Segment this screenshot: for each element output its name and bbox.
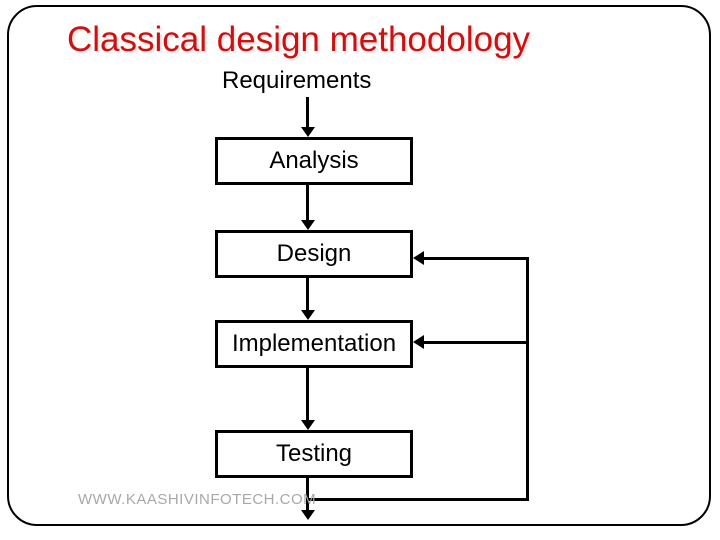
arrow-testing-exit — [306, 478, 309, 511]
arrowhead-down-design — [301, 220, 315, 230]
arrowhead-left-design — [413, 251, 424, 265]
arrowhead-down-exit — [301, 510, 315, 520]
flow-node-design: Design — [215, 230, 413, 278]
flow-node-testing: Testing — [215, 430, 413, 478]
flow-node-implementation: Implementation — [215, 320, 413, 368]
arrowhead-down-analysis — [301, 127, 315, 137]
slide-rounded-border — [7, 5, 711, 526]
arrowhead-left-implementation — [413, 335, 424, 349]
feedback-line-to-implementation — [423, 341, 529, 344]
flow-node-label: Implementation — [231, 330, 397, 357]
flow-node-analysis: Analysis — [215, 137, 413, 185]
arrow-implementation-to-testing — [306, 367, 309, 421]
footer-watermark: WWW.KAASHIVINFOTECH.COM — [78, 491, 317, 508]
slide-title: Classical design methodology — [67, 20, 531, 59]
flow-node-label: Testing — [275, 440, 353, 467]
flow-node-label: Design — [276, 240, 352, 267]
arrowhead-down-implementation — [301, 310, 315, 320]
flow-node-label: Analysis — [269, 147, 359, 174]
arrow-requirements-to-analysis — [306, 97, 309, 128]
arrowhead-down-testing — [301, 420, 315, 430]
flow-start-label-requirements: Requirements — [222, 67, 372, 94]
feedback-bottom-horizontal-line — [306, 498, 529, 501]
feedback-line-to-design — [423, 257, 529, 260]
arrow-analysis-to-design — [306, 185, 309, 221]
arrow-design-to-implementation — [306, 278, 309, 311]
feedback-right-vertical-line — [526, 257, 529, 501]
